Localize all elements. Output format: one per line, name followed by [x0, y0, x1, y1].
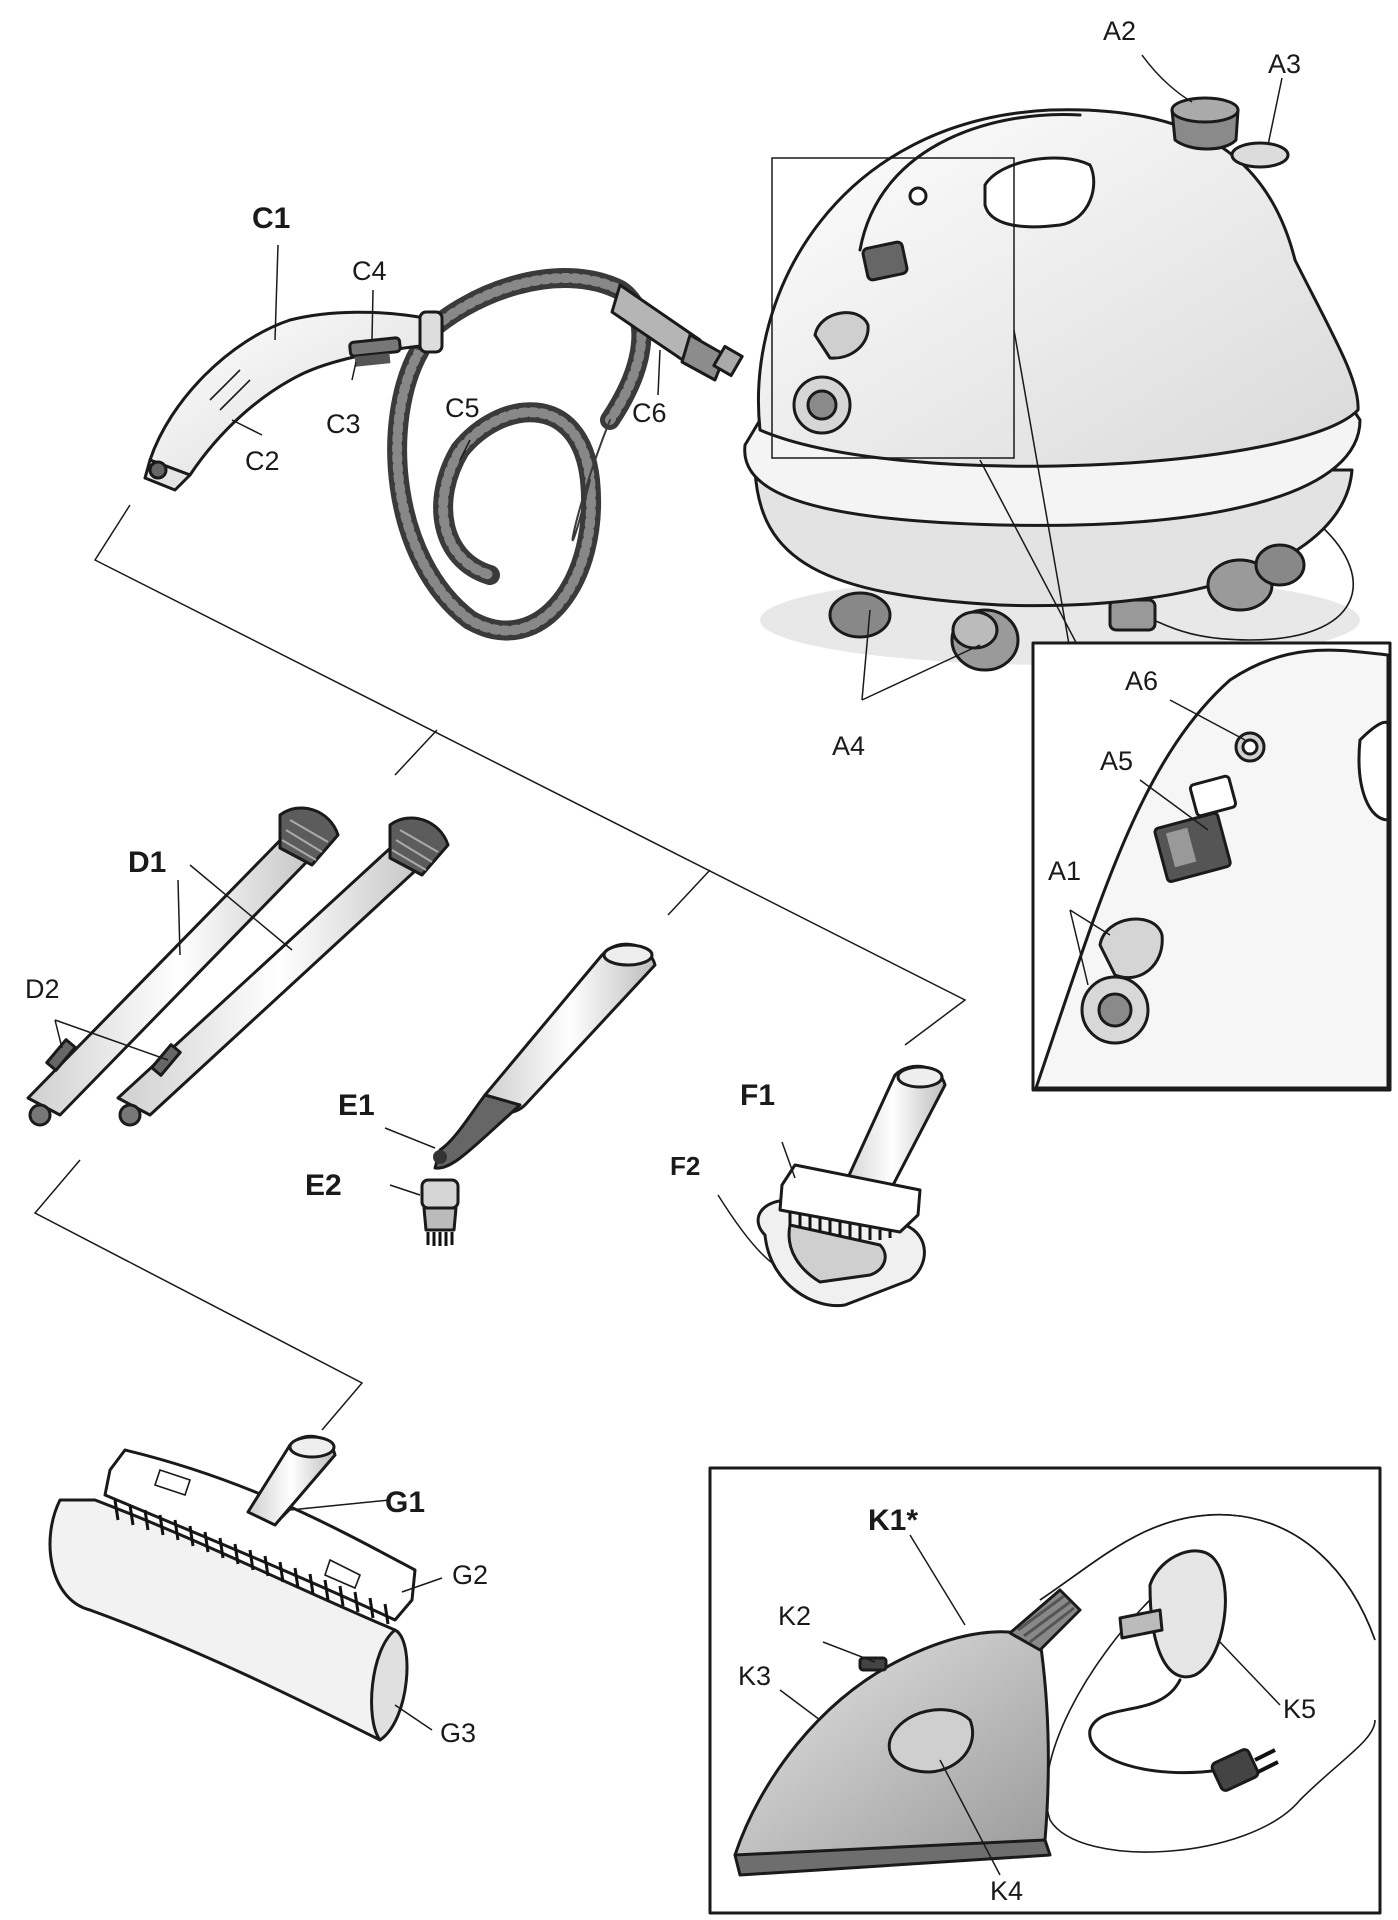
jet-nozzle-and-brush — [420, 942, 657, 1246]
label-g1: G1 — [385, 1486, 425, 1519]
label-c5: C5 — [445, 393, 480, 423]
label-f1: F1 — [740, 1079, 775, 1112]
steam-handle-and-hose — [143, 268, 744, 641]
label-c4: C4 — [352, 256, 387, 286]
label-c2: C2 — [245, 446, 280, 476]
label-k4: K4 — [990, 1876, 1023, 1906]
label-f2: F2 — [670, 1151, 700, 1181]
control-panel-inset — [1031, 641, 1392, 1092]
label-a6: A6 — [1125, 666, 1158, 696]
label-k2: K2 — [778, 1601, 811, 1631]
upholstery-brush — [756, 1064, 947, 1308]
label-k5: K5 — [1283, 1694, 1316, 1724]
label-a1: A1 — [1048, 856, 1081, 886]
extension-tubes — [26, 806, 450, 1127]
label-k3: K3 — [738, 1661, 771, 1691]
assembly-guide-lines — [33, 504, 967, 1431]
label-d2: D2 — [25, 974, 60, 1004]
floor-brush — [48, 1434, 417, 1742]
label-c1: C1 — [252, 202, 290, 235]
label-g2: G2 — [452, 1560, 488, 1590]
label-e2: E2 — [305, 1169, 342, 1202]
part-labels: A2 A3 A4 A6 A5 A1 C1 C4 C3 C2 C5 C6 D1 D… — [25, 16, 1316, 1906]
steam-generator-unit — [743, 96, 1362, 672]
label-c3: C3 — [326, 409, 361, 439]
steam-iron-inset — [708, 1466, 1382, 1915]
label-a4: A4 — [832, 731, 865, 761]
label-a5: A5 — [1100, 746, 1133, 776]
label-a2: A2 — [1103, 16, 1136, 46]
label-d1: D1 — [128, 846, 166, 879]
label-c6: C6 — [632, 398, 667, 428]
leader-lines — [54, 54, 1283, 1876]
label-a3: A3 — [1268, 49, 1301, 79]
label-e1: E1 — [338, 1089, 375, 1122]
label-g3: G3 — [440, 1718, 476, 1748]
label-k1: K1* — [868, 1504, 918, 1537]
